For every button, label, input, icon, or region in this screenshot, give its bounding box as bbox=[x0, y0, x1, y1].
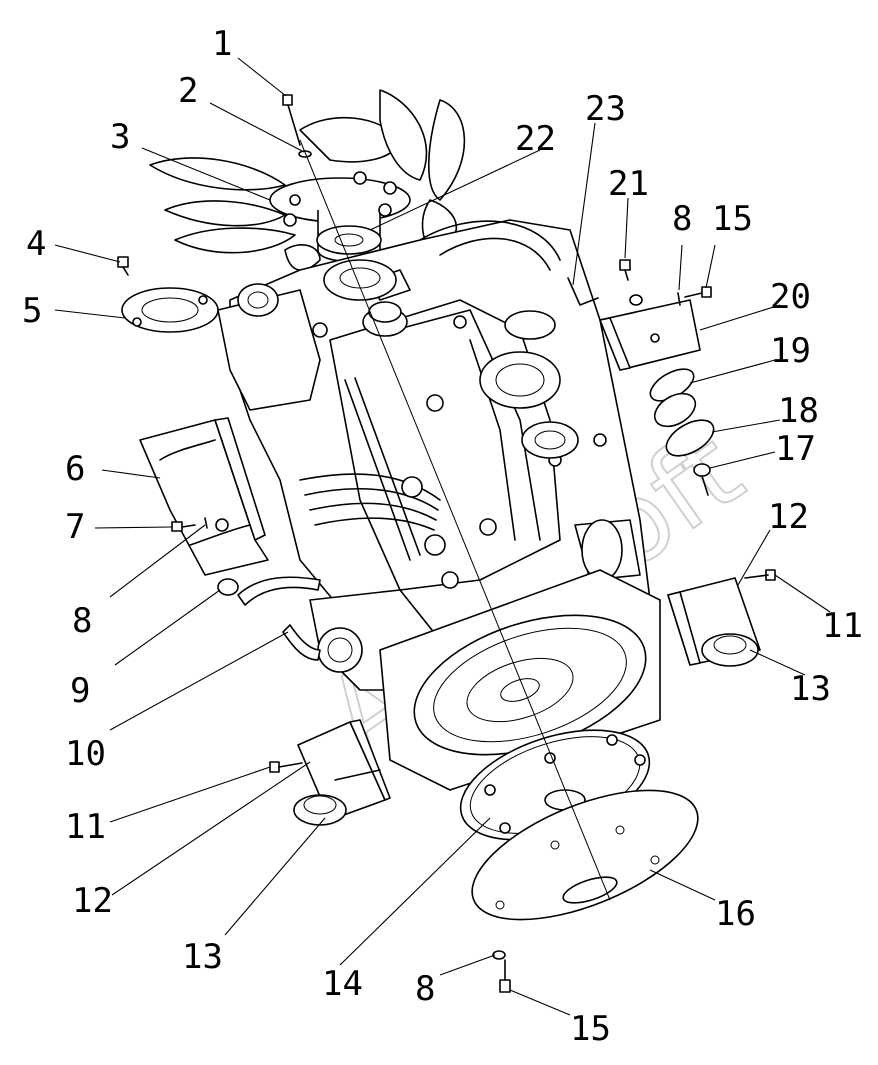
plate-bolt-15 bbox=[684, 286, 712, 298]
callout-20: 20 bbox=[770, 277, 811, 317]
idler-pulley-bracket bbox=[121, 287, 219, 333]
flywheel-washer bbox=[492, 950, 506, 960]
washer-disc bbox=[653, 392, 697, 428]
callout-15-right: 15 bbox=[712, 199, 753, 239]
fan-bolt bbox=[282, 94, 301, 146]
callout-12-left: 12 bbox=[72, 881, 113, 921]
bracket-bolt bbox=[117, 256, 129, 276]
callout-21: 21 bbox=[608, 164, 649, 204]
callout-6: 6 bbox=[65, 449, 85, 489]
callout-9: 9 bbox=[70, 671, 90, 711]
callout-16: 16 bbox=[715, 894, 756, 934]
engine-block bbox=[217, 219, 651, 691]
callout-13-right: 13 bbox=[790, 669, 831, 709]
callout-22: 22 bbox=[515, 119, 556, 159]
engine-mount-left bbox=[293, 719, 391, 826]
callout-13-left: 13 bbox=[182, 937, 223, 977]
coolant-pipe bbox=[217, 576, 321, 661]
callout-17: 17 bbox=[775, 429, 816, 469]
engine-mount-right bbox=[667, 577, 761, 667]
center-axis bbox=[299, 139, 611, 901]
callout-12-right: 12 bbox=[768, 497, 809, 537]
callout-18: 18 bbox=[778, 391, 819, 431]
callout-8-bottom: 8 bbox=[415, 969, 435, 1009]
mount-bolt-right bbox=[744, 569, 776, 581]
callout-23: 23 bbox=[585, 89, 626, 129]
shield-washer bbox=[204, 517, 208, 529]
callout-7: 7 bbox=[65, 507, 85, 547]
callout-10: 10 bbox=[65, 734, 106, 774]
callout-19: 19 bbox=[770, 331, 811, 371]
callout-2: 2 bbox=[178, 71, 198, 111]
callout-labels: 1 2 3 4 5 6 7 8 9 10 11 12 13 14 8 15 16… bbox=[22, 24, 863, 1049]
callout-1: 1 bbox=[212, 24, 232, 64]
plate-washer-8 bbox=[677, 292, 681, 306]
heat-shield bbox=[139, 417, 269, 576]
support-plate bbox=[599, 299, 701, 371]
leader-lines bbox=[54, 57, 831, 1016]
flywheel-bolt bbox=[499, 959, 511, 993]
callout-3: 3 bbox=[110, 117, 130, 157]
callout-11-left: 11 bbox=[65, 807, 106, 847]
callout-8-shield: 8 bbox=[72, 601, 92, 641]
plate-nut bbox=[693, 463, 711, 496]
callout-11-right: 11 bbox=[822, 606, 863, 646]
callout-4: 4 bbox=[26, 224, 46, 264]
callout-5: 5 bbox=[22, 291, 42, 331]
callout-14: 14 bbox=[322, 964, 363, 1004]
plate-bolt-21 bbox=[619, 259, 643, 306]
shield-bolt bbox=[171, 521, 196, 532]
callout-8-right: 8 bbox=[672, 199, 692, 239]
callout-15-bottom: 15 bbox=[570, 1009, 611, 1049]
hex-key bbox=[567, 277, 599, 306]
spacer-disc bbox=[665, 419, 715, 457]
